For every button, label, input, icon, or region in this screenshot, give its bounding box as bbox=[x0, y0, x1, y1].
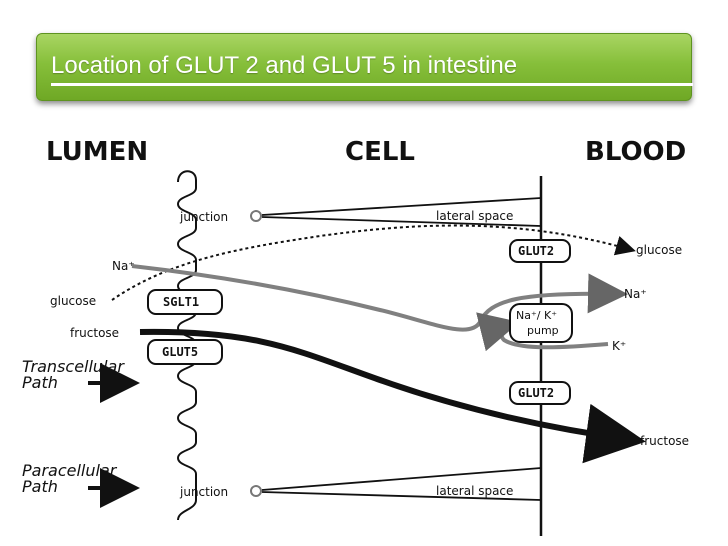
fructose-in-label: fructose bbox=[70, 326, 119, 340]
junction-top-marker bbox=[250, 210, 262, 222]
glut2-top-label: GLUT2 bbox=[518, 244, 554, 258]
glut5-label: GLUT5 bbox=[162, 345, 198, 359]
title-banner: Location of GLUT 2 and GLUT 5 in intesti… bbox=[36, 33, 693, 101]
glucose-path bbox=[111, 224, 636, 301]
pump-label-line1: Na⁺/ K⁺ bbox=[516, 309, 557, 322]
blood-header: BLOOD bbox=[585, 137, 686, 167]
paracellular-label-2: Path bbox=[22, 477, 58, 496]
transcellular-label-2: Path bbox=[22, 373, 58, 392]
lateral-space-bottom-label: lateral space bbox=[436, 484, 513, 498]
glucose-in-label: glucose bbox=[50, 294, 96, 308]
k-path bbox=[476, 312, 609, 352]
na-path bbox=[131, 264, 628, 332]
apical-membrane bbox=[176, 170, 197, 521]
paracellular-label-1: Paracellular bbox=[22, 461, 118, 480]
glut2-top-transporter bbox=[509, 239, 571, 263]
glucose-out-label: glucose bbox=[636, 243, 682, 257]
lateral-space-top bbox=[261, 197, 542, 227]
pump-label-line2: pump bbox=[527, 324, 559, 337]
junction-bottom-label: junction bbox=[179, 485, 228, 499]
na-k-pump bbox=[509, 303, 573, 343]
sglt1-label: SGLT1 bbox=[163, 295, 199, 309]
lateral-space-bottom bbox=[261, 467, 542, 501]
junction-top-label: junction bbox=[179, 210, 228, 224]
na-in-label: Na⁺ bbox=[112, 259, 135, 273]
junction-bottom-marker bbox=[250, 485, 262, 497]
transcellular-label-1: Transcellular bbox=[22, 357, 125, 376]
glut5-transporter bbox=[147, 339, 223, 365]
cell-header: CELL bbox=[345, 137, 415, 167]
glut2-bottom-label: GLUT2 bbox=[518, 386, 554, 400]
lateral-space-top-label: lateral space bbox=[436, 209, 513, 223]
slide-title: Location of GLUT 2 and GLUT 5 in intesti… bbox=[51, 52, 518, 79]
k-in-label: K⁺ bbox=[612, 339, 626, 353]
sglt1-transporter bbox=[147, 289, 223, 315]
fructose-path bbox=[139, 328, 646, 464]
lumen-header: LUMEN bbox=[46, 137, 148, 167]
na-out-label: Na⁺ bbox=[624, 287, 647, 301]
fructose-out-label: fructose bbox=[640, 434, 689, 448]
title-underline bbox=[51, 83, 693, 86]
glut2-bottom-transporter bbox=[509, 381, 571, 405]
